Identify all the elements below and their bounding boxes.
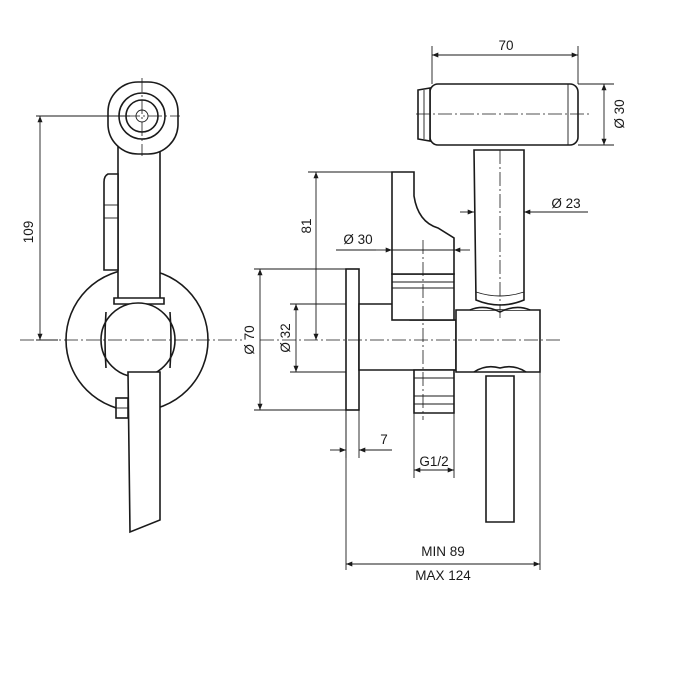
dim-30-head: Ø 30 [578, 83, 627, 146]
dim-109: 109 [21, 115, 130, 341]
dim-32-label: Ø 32 [278, 323, 293, 352]
dim-30-valve-label: Ø 30 [343, 232, 372, 247]
side-shower-handle [473, 149, 525, 306]
side-shower-head [429, 83, 579, 146]
dim-7-label: 7 [380, 432, 388, 447]
dim-30-valve: Ø 30 [336, 232, 470, 253]
dim-max-124-label: MAX 124 [415, 568, 471, 583]
dim-70-flange-label: Ø 70 [242, 325, 257, 354]
dim-81-label: 81 [299, 218, 314, 233]
dim-g12-label: G1/2 [419, 454, 448, 469]
side-hose [485, 375, 515, 523]
dim-81: 81 [299, 171, 392, 340]
dim-70-top: 70 [431, 38, 579, 84]
dim-min-max: MIN 89 MAX 124 [345, 372, 541, 583]
side-flange [345, 268, 360, 411]
front-view [20, 78, 242, 534]
dim-32: Ø 32 [278, 303, 346, 373]
dim-70-flange: Ø 70 [242, 268, 346, 411]
dim-23-handle: Ø 23 [460, 196, 588, 215]
dim-109-label: 109 [21, 221, 36, 244]
dim-7: 7 [330, 410, 392, 458]
side-view [260, 83, 590, 523]
front-trigger-lever [103, 173, 119, 271]
dim-23-label: Ø 23 [551, 196, 580, 211]
dim-70-top-label: 70 [498, 38, 513, 53]
dim-min-89-label: MIN 89 [421, 544, 465, 559]
dim-30-head-label: Ø 30 [612, 99, 627, 128]
side-inlet-fitting [413, 369, 455, 414]
front-hose [127, 371, 161, 534]
side-holder-collar [455, 309, 541, 373]
dim-g12: G1/2 [413, 413, 455, 478]
side-valve-handle [391, 171, 455, 275]
